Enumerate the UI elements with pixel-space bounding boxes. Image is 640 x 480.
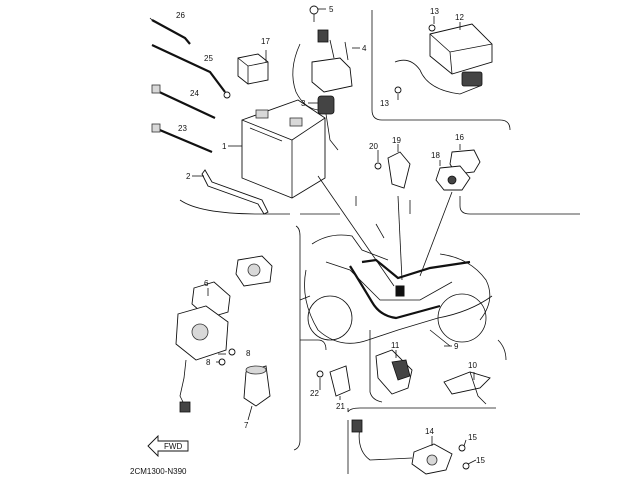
- part-13-bolt-a: [428, 24, 436, 32]
- leader-lines: [317, 175, 453, 287]
- callout-24: 24: [190, 89, 199, 98]
- callout-13b: 13: [380, 99, 389, 108]
- callout-7: 7: [244, 421, 249, 430]
- part-13-bolt-b: [394, 86, 402, 94]
- part-24-band: [151, 84, 216, 119]
- wire-harness-9: [349, 258, 471, 347]
- part-26-strap: [149, 17, 191, 45]
- part-19-bracket: [387, 151, 411, 189]
- part-20-screw: [374, 162, 382, 170]
- part-21-bracket: [329, 365, 351, 397]
- callout-4: 4: [362, 44, 367, 53]
- callout-numbers: 1 2 3 4 5 6 7 8 8 9 10 11 12 13 13 14 15…: [176, 5, 485, 465]
- part-3-fuse: [317, 95, 339, 151]
- part-8-bolt-a: [228, 348, 236, 356]
- diagram-code: 2CM1300-N390: [130, 467, 187, 476]
- callout-13a: 13: [430, 7, 439, 16]
- part-4-starter-relay: [292, 29, 353, 111]
- bottom-divider: [347, 339, 507, 474]
- callout-5: 5: [329, 5, 334, 14]
- part-22-bolt: [316, 370, 324, 378]
- callout-11: 11: [391, 341, 400, 350]
- part-23-band: [151, 123, 213, 154]
- callout-18: 18: [431, 151, 440, 160]
- top-right-boundary: [371, 10, 511, 131]
- callout-15b: 15: [476, 456, 485, 465]
- callout-25: 25: [204, 54, 213, 63]
- callout-21: 21: [336, 402, 345, 411]
- callout-6: 6: [204, 279, 209, 288]
- bottom-left-boundary: [300, 339, 327, 351]
- left-bracket-line: [293, 225, 301, 451]
- callout-16: 16: [455, 133, 464, 142]
- ignition-assembly: [175, 305, 229, 413]
- part-25-bolt: [151, 44, 231, 99]
- part-11-lower-bracket: [369, 330, 413, 403]
- part-14-sensor: [351, 419, 453, 475]
- part-18-relay: [435, 165, 471, 191]
- callout-8b: 8: [206, 358, 211, 367]
- callout-leaders: [192, 8, 477, 465]
- part-17-relay: [237, 53, 269, 85]
- callout-10: 10: [468, 361, 477, 370]
- callout-14: 14: [425, 427, 434, 436]
- part-15-bolt-b: [462, 462, 470, 470]
- callout-2: 2: [186, 172, 191, 181]
- motorcycle-outline: [299, 223, 493, 344]
- fwd-arrow: FWD: [147, 434, 189, 458]
- part-10-sensor: [443, 371, 491, 405]
- callout-17: 17: [261, 37, 270, 46]
- callout-9: 9: [454, 342, 459, 351]
- callout-23: 23: [178, 124, 187, 133]
- callout-26: 26: [176, 11, 185, 20]
- part-7-cap: [243, 365, 271, 407]
- part-1-battery: [241, 99, 326, 199]
- callout-8a: 8: [246, 349, 251, 358]
- callout-19: 19: [392, 136, 401, 145]
- callout-3: 3: [301, 99, 306, 108]
- callout-22: 22: [310, 389, 319, 398]
- part-12-ecu: [394, 23, 493, 95]
- part-5-bolt: [309, 5, 319, 22]
- callout-20: 20: [369, 142, 378, 151]
- callout-12: 12: [455, 13, 464, 22]
- part-15-bolt-a: [458, 444, 466, 452]
- upper-divider: [179, 196, 580, 215]
- callout-1: 1: [222, 142, 227, 151]
- callout-15a: 15: [468, 433, 477, 442]
- fwd-label: FWD: [164, 442, 182, 451]
